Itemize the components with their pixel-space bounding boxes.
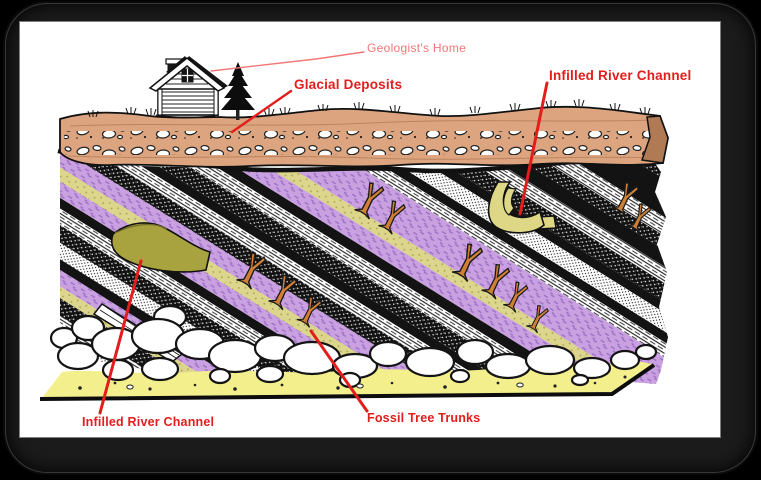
house-clapboards bbox=[159, 91, 217, 113]
glacial-texture-lines bbox=[67, 119, 659, 160]
diagram-page: Geologist's Home Glacial Deposits Infill… bbox=[19, 21, 721, 438]
label-infilled-river-channel-bottom: Infilled River Channel bbox=[82, 415, 215, 429]
house-ground-line bbox=[155, 114, 220, 118]
tree-tier bbox=[228, 70, 248, 86]
boulder bbox=[255, 364, 285, 384]
sand-pebbles bbox=[78, 375, 627, 391]
left-infilled-channel-shape bbox=[110, 222, 211, 273]
house-roof bbox=[148, 57, 226, 92]
window-mullions bbox=[182, 69, 193, 82]
label-glacial-deposits: Glacial Deposits bbox=[294, 77, 403, 92]
boulder bbox=[449, 368, 471, 384]
boulder bbox=[524, 344, 576, 376]
leader-infilled-channel-bottom bbox=[98, 259, 143, 415]
boulder bbox=[609, 349, 641, 371]
glacial-deposits-layer bbox=[59, 99, 669, 168]
label-fossil-tree-trunks: Fossil Tree Trunks bbox=[367, 411, 481, 425]
roof-shingles-left bbox=[166, 56, 187, 74]
label-geologists-home: Geologist's Home bbox=[367, 41, 467, 55]
tilted-strata-layers bbox=[57, 148, 668, 386]
boulder bbox=[368, 340, 408, 368]
tree-tier bbox=[224, 80, 252, 98]
boulder bbox=[140, 356, 180, 382]
conifer-tree-illustration bbox=[221, 62, 255, 120]
leader-fossil-tree-trunks bbox=[309, 329, 369, 413]
hook-channel-inner-sliver bbox=[503, 187, 518, 216]
leader-lines bbox=[98, 51, 549, 415]
channel-shade-line bbox=[114, 223, 168, 234]
glacial-cobbles bbox=[64, 131, 656, 155]
boulder bbox=[404, 346, 456, 378]
geology-cross-section-illustration bbox=[39, 51, 669, 415]
leader-geologists-home bbox=[210, 51, 365, 72]
boulder bbox=[570, 373, 590, 387]
leader-glacial-deposits bbox=[230, 89, 293, 134]
tree-tier bbox=[232, 62, 244, 76]
boulder bbox=[572, 356, 612, 380]
boulder bbox=[634, 343, 658, 361]
house-corner-trim bbox=[157, 87, 163, 116]
tree-trunk bbox=[236, 108, 240, 120]
boulder bbox=[208, 367, 232, 385]
bottom-baseline bbox=[39, 363, 656, 401]
boulder bbox=[207, 338, 263, 374]
tree-tier bbox=[221, 90, 255, 110]
grass-tufts bbox=[87, 99, 651, 118]
boulder bbox=[101, 358, 135, 382]
boulder bbox=[484, 352, 532, 380]
leader-infilled-channel-top bbox=[518, 81, 549, 216]
boulders-and-sand bbox=[39, 304, 658, 401]
strata-bands bbox=[60, 153, 668, 386]
boulder bbox=[455, 338, 495, 366]
boulder bbox=[56, 341, 100, 371]
roof-shingles-right bbox=[187, 56, 228, 88]
label-infilled-river-channel-top: Infilled River Channel bbox=[549, 68, 692, 83]
geologists-home-illustration bbox=[148, 56, 228, 118]
house-corner-trim bbox=[213, 87, 219, 116]
glacial-right-face bbox=[640, 115, 669, 164]
boulder-pile bbox=[49, 304, 658, 389]
